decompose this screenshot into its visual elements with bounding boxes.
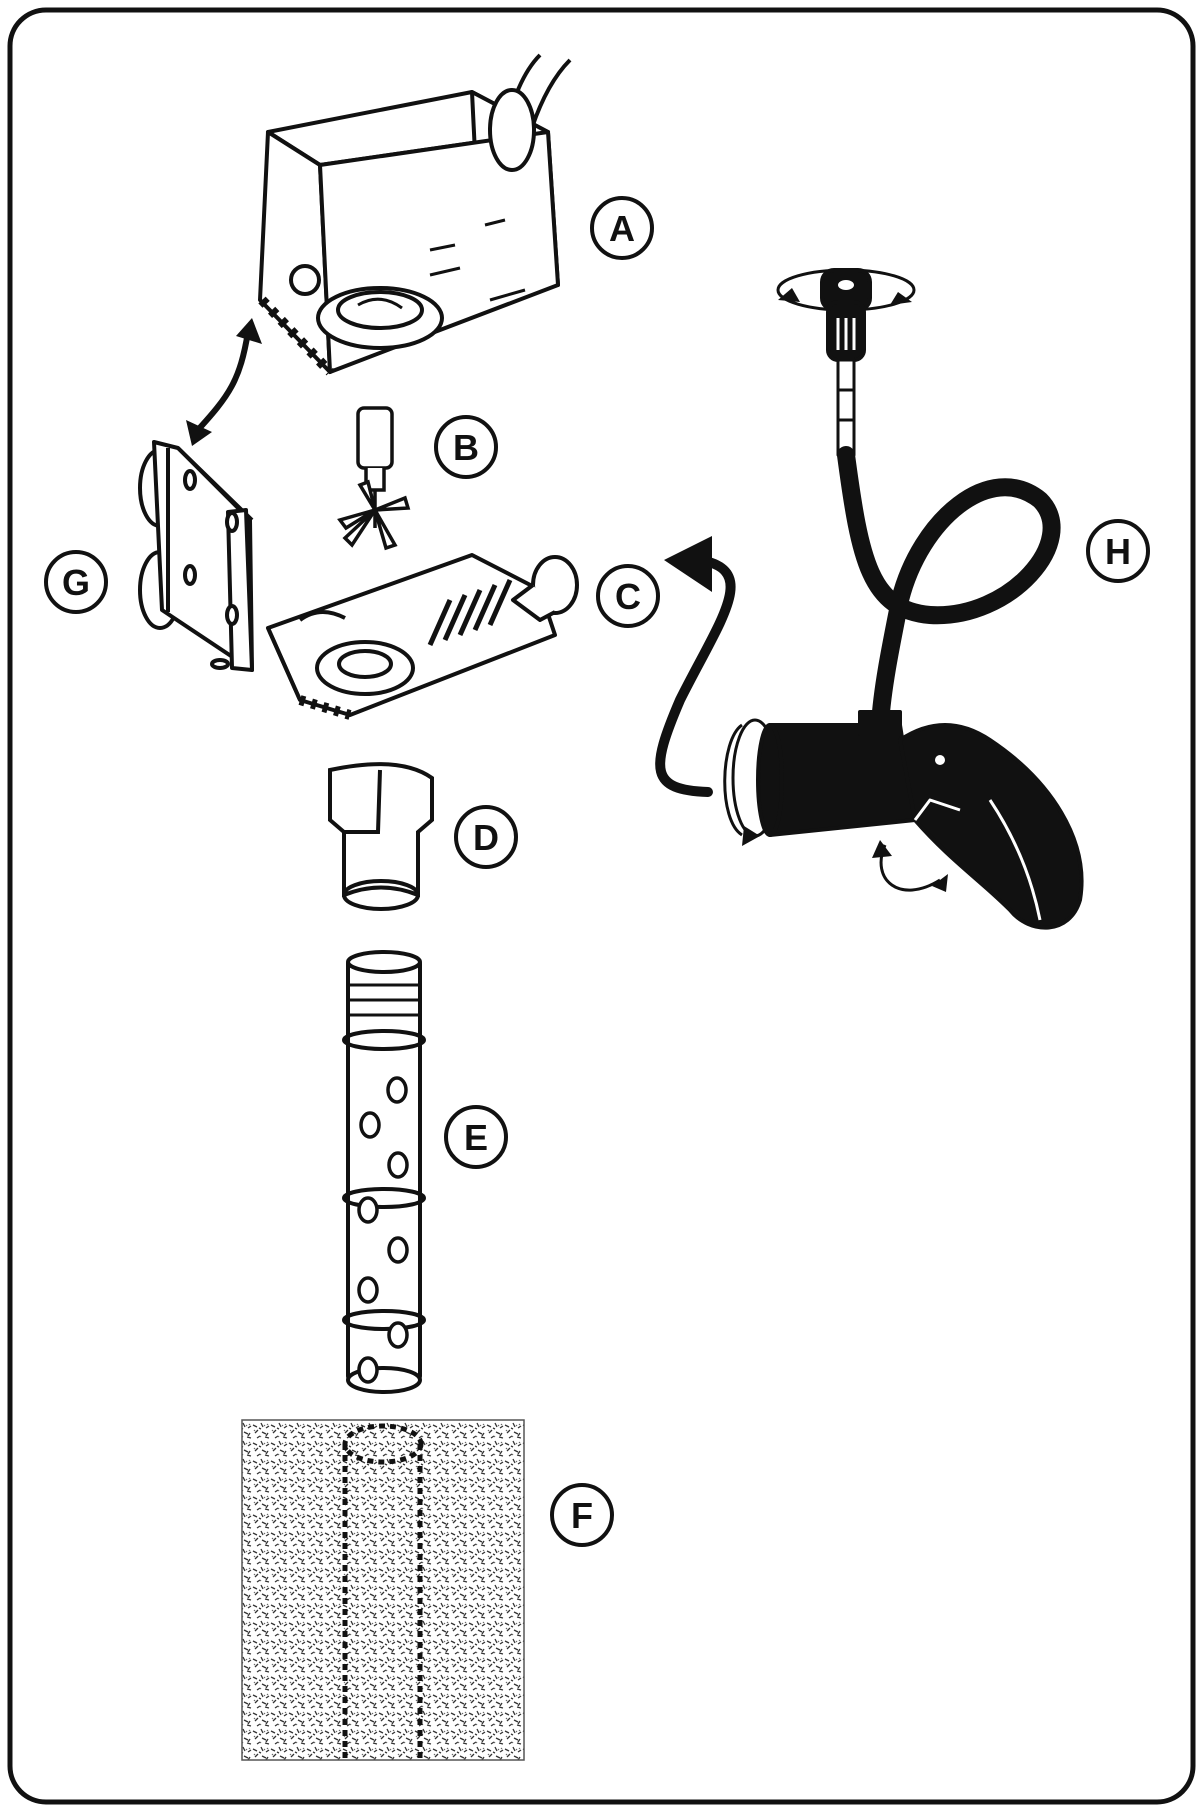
label-c: C: [596, 564, 660, 628]
arrow-a-g-head-bottom: [186, 420, 212, 446]
label-a: A: [590, 196, 654, 260]
svg-text:H: H: [1105, 531, 1131, 572]
part-e-intake-tube: [342, 950, 426, 1394]
outer-frame: [7, 7, 1196, 1805]
label-h: H: [1086, 519, 1150, 583]
part-a-motor-head: [258, 53, 572, 376]
label-e: E: [444, 1105, 508, 1169]
part-f-sponge: [241, 1419, 525, 1761]
svg-text:C: C: [615, 576, 641, 617]
part-g-bracket: [138, 440, 254, 672]
svg-text:G: G: [62, 562, 90, 603]
arrow-a-g: [193, 331, 251, 435]
label-d: D: [454, 805, 518, 869]
svg-text:D: D: [473, 817, 499, 858]
arrow-h-to-c: [655, 536, 736, 797]
svg-text:F: F: [571, 1495, 593, 1536]
part-h-venturi: [723, 268, 1084, 930]
arrow-a-g-head-top: [236, 318, 262, 344]
svg-text:B: B: [453, 427, 479, 468]
svg-text:E: E: [464, 1117, 488, 1158]
label-f: F: [550, 1483, 614, 1547]
label-g: G: [44, 550, 108, 614]
part-c-chamber: [266, 553, 579, 720]
part-d-adapter: [328, 762, 434, 911]
svg-text:A: A: [609, 208, 635, 249]
label-b: B: [434, 415, 498, 479]
part-b-impeller: [337, 406, 411, 551]
